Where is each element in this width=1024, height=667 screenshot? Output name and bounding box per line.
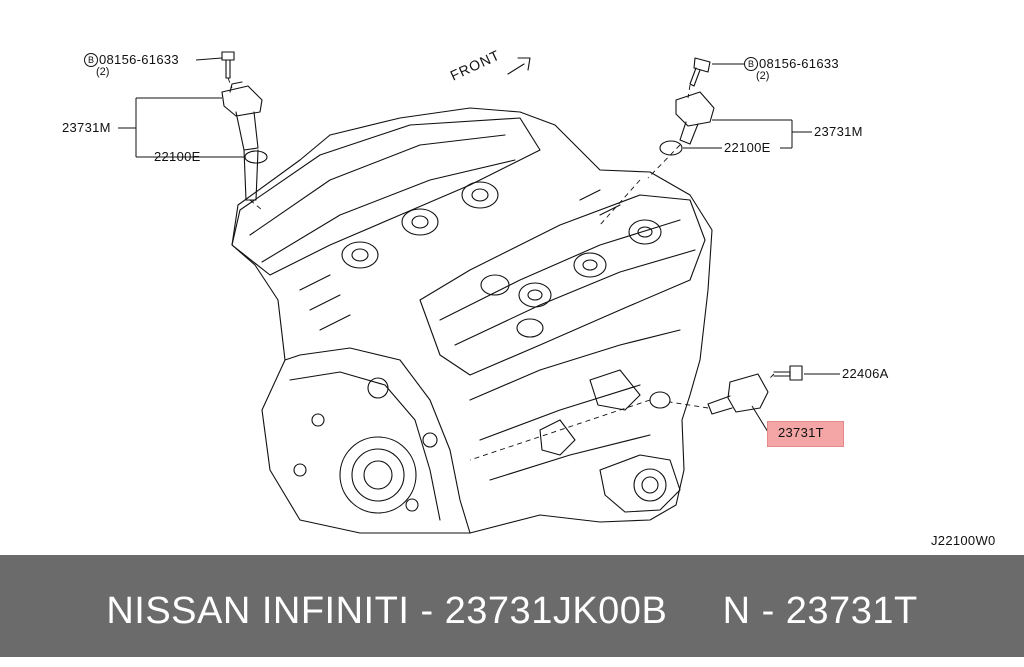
right-ignition-coil [675,91,715,145]
highlighted-part-box [767,421,844,447]
left-o-ring [244,150,268,164]
callout-bolt-right: 08156-61633 [759,56,839,71]
bolt-marker-right: B [744,57,758,71]
callout-bolt-right-qty: (2) [756,70,770,82]
callout-coil-right: 23731M [814,124,863,139]
leader-coil-right-bracket [712,119,793,149]
right-o-ring [659,140,683,156]
front-arrow [507,57,531,75]
leader-sensor [751,405,769,433]
callout-sensor-bolt: 22406A [842,366,889,381]
sensor-bolt [773,365,803,381]
left-cylinder-head [231,117,541,276]
bolt-marker-left: B [84,53,98,67]
callout-coil-left: 23731M [62,120,111,135]
callout-bolt-left-qty: (2) [96,66,110,78]
callout-oring-right: 22100E [724,140,771,155]
callout-bolt-left: 08156-61633 [99,52,179,67]
drawing-code: J22100W0 [931,533,996,548]
right-cylinder-head [419,194,706,376]
leader-bolt-left [195,57,223,61]
callout-sensor-highlighted: 23731T [778,425,824,440]
camshaft-position-sensor [707,373,769,415]
timing-cover [284,347,471,534]
right-coil-bolt [689,57,711,87]
left-coil-bolt [221,51,235,79]
engine-line-drawing [118,51,840,534]
callout-oring-left: 22100E [154,149,201,164]
part-number-banner: NISSAN INFINITI - 23731JK00B N - 23731T [0,555,1024,657]
left-ignition-coil [221,81,263,201]
engine-block-outline [231,107,713,534]
part-number-text: NISSAN INFINITI - 23731JK00B N - 23731T [106,590,918,632]
engine-parts-diagram: FRONT B 08156-61633 (2) 23731M 22100E B … [62,46,996,548]
